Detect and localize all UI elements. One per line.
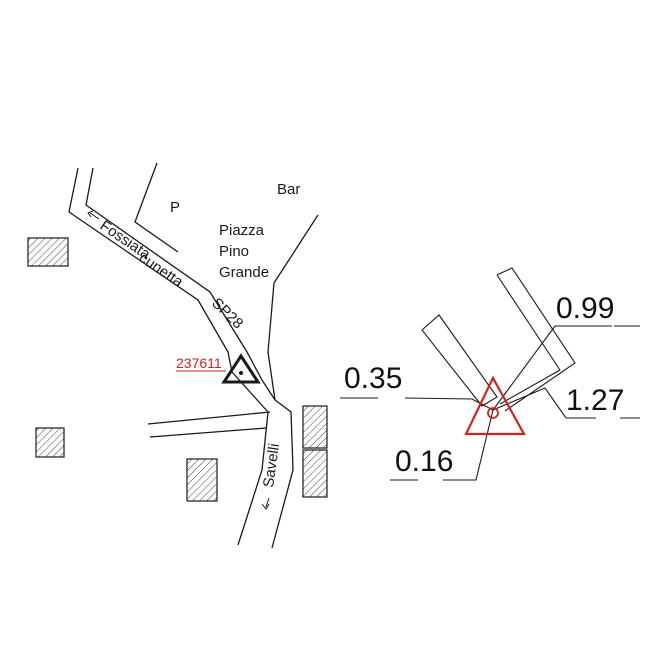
label-square-line2: Pino xyxy=(219,243,249,260)
pillar-outline xyxy=(421,314,498,407)
arrow-icon xyxy=(261,497,270,510)
arrow-icon xyxy=(87,210,100,220)
measurement-bottom: 0.16 xyxy=(395,445,453,478)
parking-area-outline xyxy=(134,162,179,253)
triangle-benchmark-icon xyxy=(221,353,261,384)
street-savelli-right-edge xyxy=(271,399,294,549)
label-parking: P xyxy=(170,199,180,216)
building-south xyxy=(186,458,218,502)
wall-outline xyxy=(496,267,576,412)
buildings xyxy=(27,237,328,502)
measurement-left: 0.35 xyxy=(344,362,402,395)
label-bar: Bar xyxy=(277,181,300,198)
label-square-line1: Piazza xyxy=(219,222,265,239)
leader-right xyxy=(492,387,596,419)
road-northeast-edge xyxy=(267,214,319,401)
leader-left xyxy=(404,397,494,411)
red-triangle-benchmark-icon xyxy=(464,375,526,436)
label-square-line3: Grande xyxy=(219,264,269,281)
street-fossiata-right-edge xyxy=(85,167,276,401)
benchmark-id: 237611 xyxy=(176,355,222,371)
location-map xyxy=(68,162,319,549)
label-street-savelli: Savelli xyxy=(260,442,283,488)
building-west-lower xyxy=(35,427,65,458)
measurement-right: 1.27 xyxy=(566,384,624,417)
building-west-upper xyxy=(27,237,69,267)
street-fossiata-left-edge xyxy=(68,167,269,413)
wall-inner-edge xyxy=(496,274,561,405)
cross-street-upper-edge xyxy=(147,411,271,425)
building-east-upper xyxy=(302,405,328,449)
building-east-lower xyxy=(302,449,328,498)
street-savelli-left-edge xyxy=(237,411,269,546)
measurement-top-right: 0.99 xyxy=(556,292,614,325)
leader-top-right xyxy=(492,325,612,411)
cross-street-lower-edge xyxy=(149,427,267,438)
